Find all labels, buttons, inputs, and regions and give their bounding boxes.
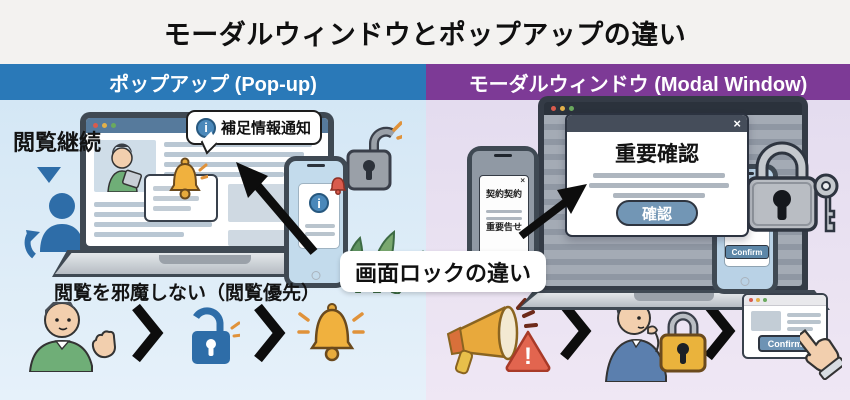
text-line: [787, 320, 821, 324]
chevron-right-icon: [132, 303, 164, 363]
keep-browsing-label: 閲覧継続: [13, 130, 102, 155]
text-line: [94, 232, 184, 237]
confirm-button[interactable]: 確認: [616, 200, 698, 226]
window-dot-red: [551, 106, 556, 111]
warning-glyph: !: [524, 343, 532, 370]
chevron-right-icon: [560, 301, 592, 361]
browser-titlebar: [544, 102, 802, 115]
text-line: [486, 210, 522, 213]
text-line: [153, 196, 199, 201]
chevron-right-icon: [254, 303, 286, 363]
laptop-base-top: [55, 253, 355, 274]
pointer-arrow-left: [236, 162, 318, 255]
text-line: [787, 327, 813, 331]
info-glyph: i: [204, 120, 208, 135]
phone-dialog-line1: 契約契約: [485, 189, 522, 199]
laptop-notch: [634, 293, 714, 301]
text-line: [486, 217, 522, 220]
hand-cursor-icon: [800, 328, 842, 380]
modal-header-label: モーダルウィンドウ (Modal Window): [468, 73, 808, 96]
notification-bubble: i 補足情報通知: [186, 110, 322, 145]
warning-triangle-icon: !: [505, 330, 551, 372]
popup-header-label: ポップアップ (Pop-up): [109, 73, 317, 96]
reading-person-icon: [107, 143, 143, 192]
alert-bell-icon: [329, 177, 347, 195]
phone-home-button: [740, 277, 750, 286]
page-title: モーダルウィンドウとポップアップの違い: [163, 19, 687, 50]
info-icon: i: [309, 193, 329, 213]
modal-title: 重要確認: [615, 143, 699, 166]
text-line: [153, 206, 191, 211]
phone-speaker: [307, 164, 325, 167]
window-dot-red: [749, 298, 753, 302]
close-icon[interactable]: ×: [520, 176, 525, 185]
phone-modal-dialog: × 契約契約 重要告せ: [479, 175, 529, 257]
modal-dialog: × 重要確認 確認: [565, 113, 749, 237]
title-band: モーダルウィンドウとポップアップの違い: [0, 0, 850, 64]
dot-separator: [504, 224, 507, 227]
chevron-right-icon: [704, 301, 736, 361]
phone-popup: i: [284, 156, 348, 288]
window-dot-green: [763, 298, 767, 302]
waving-person-icon: [28, 302, 117, 372]
pointer-arrow-right: [518, 184, 587, 240]
text-line: [305, 232, 335, 236]
text-line: [589, 183, 729, 188]
text-line: [305, 224, 335, 228]
notification-bubble-label: 補足情報通知: [221, 120, 312, 137]
megaphone-icon: [446, 298, 538, 375]
locked-padlock-key-icon: [746, 141, 839, 233]
modal-header-bar: モーダルウィンドウ (Modal Window): [426, 64, 850, 100]
window-dot-yellow: [102, 123, 107, 128]
browser-titlebar: [744, 295, 826, 306]
text-line: [164, 152, 304, 157]
center-label: 画面ロックの違い: [340, 251, 546, 292]
info-glyph: i: [317, 195, 321, 211]
text-line: [613, 193, 705, 198]
window-dot-yellow: [560, 106, 565, 111]
down-arrow-icon: [37, 167, 61, 183]
modal-dialog-header: ×: [567, 115, 747, 132]
mini-browser-window: Confirm: [742, 293, 828, 359]
popup-caption: 閲覧を邪魔しない（閲覧優先）: [54, 283, 321, 304]
laptop-notch: [159, 255, 251, 264]
window-dot-green: [111, 123, 116, 128]
text-line: [593, 173, 725, 178]
locked-padlock-gold-icon: [659, 311, 707, 373]
unlocked-padlock-icon: [346, 121, 402, 191]
phone-home-button: [311, 271, 321, 280]
text-line: [164, 172, 284, 177]
phone-speaker: [494, 154, 512, 157]
window-dot-yellow: [756, 298, 760, 302]
popup-header-bar: ポップアップ (Pop-up): [0, 64, 426, 100]
notification-bell-icon: [169, 157, 208, 200]
close-icon[interactable]: ×: [733, 116, 741, 131]
unlocked-padlock-blue-icon: [192, 307, 240, 364]
window-dot-green: [569, 106, 574, 111]
bell-icon: [297, 303, 365, 362]
info-icon: i: [196, 117, 216, 138]
window-dot-red: [93, 123, 98, 128]
confirm-button[interactable]: Confirm: [725, 245, 769, 259]
text-line: [787, 313, 821, 317]
text-line: [94, 222, 212, 227]
content-block: [751, 311, 781, 331]
phone-dialog-line2: 重要告せ: [485, 222, 522, 232]
